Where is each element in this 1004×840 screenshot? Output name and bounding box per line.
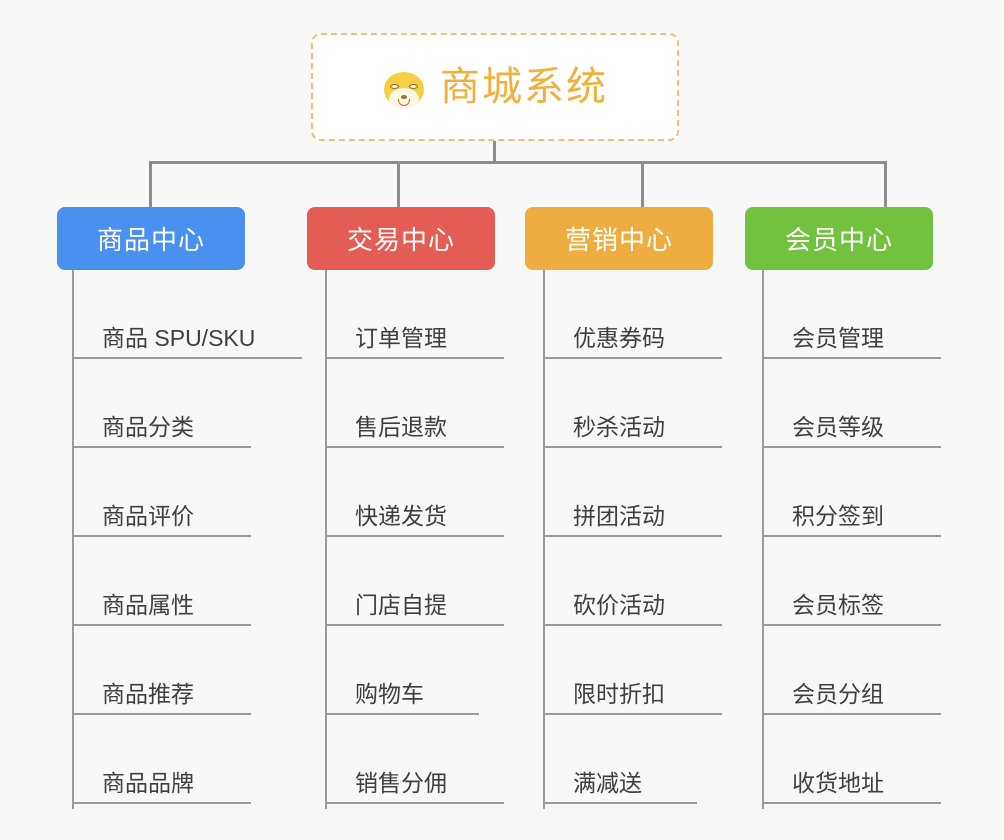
leaf-label: 购物车 xyxy=(355,681,424,708)
leaf-label: 商品分类 xyxy=(102,414,194,441)
leaf-item[interactable]: 积分签到 xyxy=(762,448,992,537)
leaf-label: 商品评价 xyxy=(102,503,194,530)
category-node-3[interactable]: 营销中心 xyxy=(525,207,713,270)
category-label-3: 营销中心 xyxy=(564,225,673,255)
leaf-item[interactable]: 订单管理 xyxy=(325,270,555,359)
leaf-item[interactable]: 商品属性 xyxy=(72,537,302,626)
leaf-label: 积分签到 xyxy=(792,503,884,530)
leaf-item[interactable]: 会员管理 xyxy=(762,270,992,359)
leaf-spine-2 xyxy=(325,270,327,809)
leaf-label: 会员管理 xyxy=(792,325,884,352)
leaf-item[interactable]: 满减送 xyxy=(543,715,773,804)
connector-drop-3 xyxy=(641,161,644,208)
leaf-item[interactable]: 商品推荐 xyxy=(72,626,302,715)
leaf-item[interactable]: 砍价活动 xyxy=(543,537,773,626)
category-node-1[interactable]: 商品中心 xyxy=(57,207,245,270)
leaf-group-4: 会员管理 会员等级 积分签到 会员标签 会员分组 收货地址 xyxy=(762,270,992,809)
leaf-item[interactable]: 会员分组 xyxy=(762,626,992,715)
leaf-item[interactable]: 商品品牌 xyxy=(72,715,302,804)
leaf-label: 售后退款 xyxy=(355,414,447,441)
leaf-spine-4 xyxy=(762,270,764,809)
leaf-label: 拼团活动 xyxy=(573,503,665,530)
connector-drop-2 xyxy=(397,161,400,208)
leaf-item[interactable]: 限时折扣 xyxy=(543,626,773,715)
leaf-item[interactable]: 销售分佣 xyxy=(325,715,555,804)
leaf-label: 订单管理 xyxy=(355,325,447,352)
connector-drop-4 xyxy=(884,161,887,208)
leaf-label: 满减送 xyxy=(573,770,642,797)
leaf-label: 门店自提 xyxy=(355,592,447,619)
category-label-1: 商品中心 xyxy=(96,225,205,255)
leaf-label: 商品 SPU/SKU xyxy=(102,325,256,352)
leaf-item[interactable]: 会员等级 xyxy=(762,359,992,448)
leaf-label: 优惠券码 xyxy=(573,325,665,352)
category-node-4[interactable]: 会员中心 xyxy=(745,207,933,270)
category-label-2: 交易中心 xyxy=(346,225,455,255)
category-label-4: 会员中心 xyxy=(784,225,893,255)
leaf-item[interactable]: 售后退款 xyxy=(325,359,555,448)
leaf-item[interactable]: 商品分类 xyxy=(72,359,302,448)
leaf-item[interactable]: 商品评价 xyxy=(72,448,302,537)
connector-drop-1 xyxy=(149,161,152,208)
root-node[interactable]: 商城系统 xyxy=(311,33,679,141)
category-node-2[interactable]: 交易中心 xyxy=(307,207,495,270)
leaf-label: 快递发货 xyxy=(355,503,447,530)
leaf-spine-1 xyxy=(72,270,74,809)
leaf-group-2: 订单管理 售后退款 快递发货 门店自提 购物车 销售分佣 xyxy=(325,270,555,809)
leaf-label: 砍价活动 xyxy=(573,592,665,619)
leaf-item[interactable]: 购物车 xyxy=(325,626,555,715)
leaf-spine-3 xyxy=(543,270,545,809)
leaf-item[interactable]: 秒杀活动 xyxy=(543,359,773,448)
leaf-label: 商品推荐 xyxy=(102,681,194,708)
leaf-item[interactable]: 拼团活动 xyxy=(543,448,773,537)
root-title: 商城系统 xyxy=(440,65,608,109)
leaf-item[interactable]: 门店自提 xyxy=(325,537,555,626)
connector-horizontal-bar xyxy=(149,161,887,164)
leaf-item[interactable]: 商品 SPU/SKU xyxy=(72,270,302,359)
leaf-item[interactable]: 优惠券码 xyxy=(543,270,773,359)
leaf-group-1: 商品 SPU/SKU 商品分类 商品评价 商品属性 商品推荐 商品品牌 xyxy=(72,270,302,809)
leaf-label: 商品品牌 xyxy=(102,770,194,797)
leaf-label: 限时折扣 xyxy=(573,681,665,708)
leaf-label: 销售分佣 xyxy=(355,770,447,797)
leaf-label: 会员标签 xyxy=(792,592,884,619)
connector-root-stem xyxy=(493,141,496,163)
leaf-label: 会员等级 xyxy=(792,414,884,441)
leaf-group-3: 优惠券码 秒杀活动 拼团活动 砍价活动 限时折扣 满减送 xyxy=(543,270,773,809)
leaf-label: 商品属性 xyxy=(102,592,194,619)
leaf-item[interactable]: 会员标签 xyxy=(762,537,992,626)
leaf-item[interactable]: 收货地址 xyxy=(762,715,992,804)
leaf-label: 会员分组 xyxy=(792,681,884,708)
leaf-label: 收货地址 xyxy=(792,770,884,797)
shiba-dog-icon xyxy=(382,65,426,109)
leaf-item[interactable]: 快递发货 xyxy=(325,448,555,537)
leaf-label: 秒杀活动 xyxy=(573,414,665,441)
